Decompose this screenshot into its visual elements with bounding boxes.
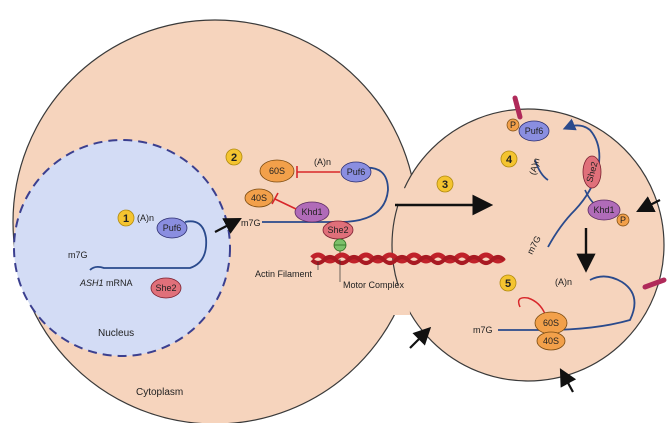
phospho-badge-puf6: P <box>506 118 520 132</box>
step-2-number: 2 <box>231 152 237 164</box>
actin-filament <box>310 252 506 265</box>
svg-text:Puf6: Puf6 <box>163 223 182 233</box>
cytoplasmic-mrna-strand <box>262 166 389 223</box>
step5-cap-label: m7G <box>473 325 493 335</box>
step1-she2: She2 <box>150 277 182 299</box>
step4-khd1: Khd1 <box>587 199 621 221</box>
nucleus <box>13 139 231 357</box>
puf6-inhibits-60s <box>296 166 340 178</box>
neck-signal-arrow <box>409 326 432 349</box>
svg-text:40S: 40S <box>543 336 559 346</box>
step-1-number: 1 <box>123 213 129 225</box>
step-2-badge: 2 <box>225 148 243 166</box>
step2-cap-label: m7G <box>241 218 261 228</box>
bud-mrna-polya-strand <box>534 159 549 181</box>
svg-text:Puf6: Puf6 <box>525 126 544 136</box>
step1-puf6: Puf6 <box>156 217 188 239</box>
step-4-badge: 4 <box>500 150 518 168</box>
nuclear-export-arrow <box>214 217 242 234</box>
nuclear-mrna-strand <box>89 220 208 271</box>
step2-khd1: Khd1 <box>294 201 330 223</box>
phospho-badge-khd1: P <box>616 213 630 227</box>
nascent-peptide <box>517 296 546 315</box>
step5-40s: 40S <box>536 331 566 351</box>
cytoplasm-label: Cytoplasm <box>136 387 183 398</box>
step2-polya-label: (A)n <box>314 157 331 167</box>
svg-text:Khd1: Khd1 <box>301 207 322 217</box>
step1-cap-label: m7G <box>68 250 88 260</box>
step1-polya-label: (A)n <box>137 213 154 223</box>
svg-text:40S: 40S <box>251 193 267 203</box>
khd1-inhibits-40s <box>271 192 297 210</box>
step-4-number: 4 <box>506 154 513 166</box>
step5-60s: 60S <box>534 311 568 335</box>
motor-complex-label: Motor Complex <box>343 280 405 290</box>
step-3-badge: 3 <box>436 175 454 193</box>
step-5-badge: 5 <box>499 274 517 292</box>
step4-puf6: Puf6 <box>518 120 550 142</box>
bud-membrane-marker-right <box>642 277 667 290</box>
step-1-badge: 1 <box>117 209 135 227</box>
svg-text:P: P <box>510 120 516 130</box>
svg-text:60S: 60S <box>269 166 285 176</box>
translating-mrna-strand <box>498 275 636 331</box>
step2-puf6: Puf6 <box>340 161 372 183</box>
step2-she2: She2 <box>322 220 354 240</box>
svg-text:Khd1: Khd1 <box>593 205 614 215</box>
svg-text:60S: 60S <box>543 318 559 328</box>
step4-polya-label: (A)n <box>528 157 542 176</box>
nucleus-label: Nucleus <box>98 328 134 339</box>
bud-membrane-marker-top <box>512 95 523 120</box>
ash1-mrna-label: ASH1 mRNA <box>79 278 133 288</box>
step-5-number: 5 <box>505 278 511 290</box>
kinase-arrow-right <box>636 196 661 212</box>
step-3-number: 3 <box>442 179 448 191</box>
actin-filament-label: Actin Filament <box>255 269 313 279</box>
step2-40s: 40S <box>244 188 274 208</box>
bottom-signal-arrow <box>559 368 577 393</box>
step5-polya-label: (A)n <box>555 277 572 287</box>
svg-text:She2: She2 <box>155 283 176 293</box>
step4-she2: She2 <box>582 155 602 189</box>
svg-text:P: P <box>620 215 626 225</box>
step2-60s: 60S <box>259 159 295 183</box>
svg-text:She2: She2 <box>327 225 348 235</box>
svg-text:Puf6: Puf6 <box>347 167 366 177</box>
